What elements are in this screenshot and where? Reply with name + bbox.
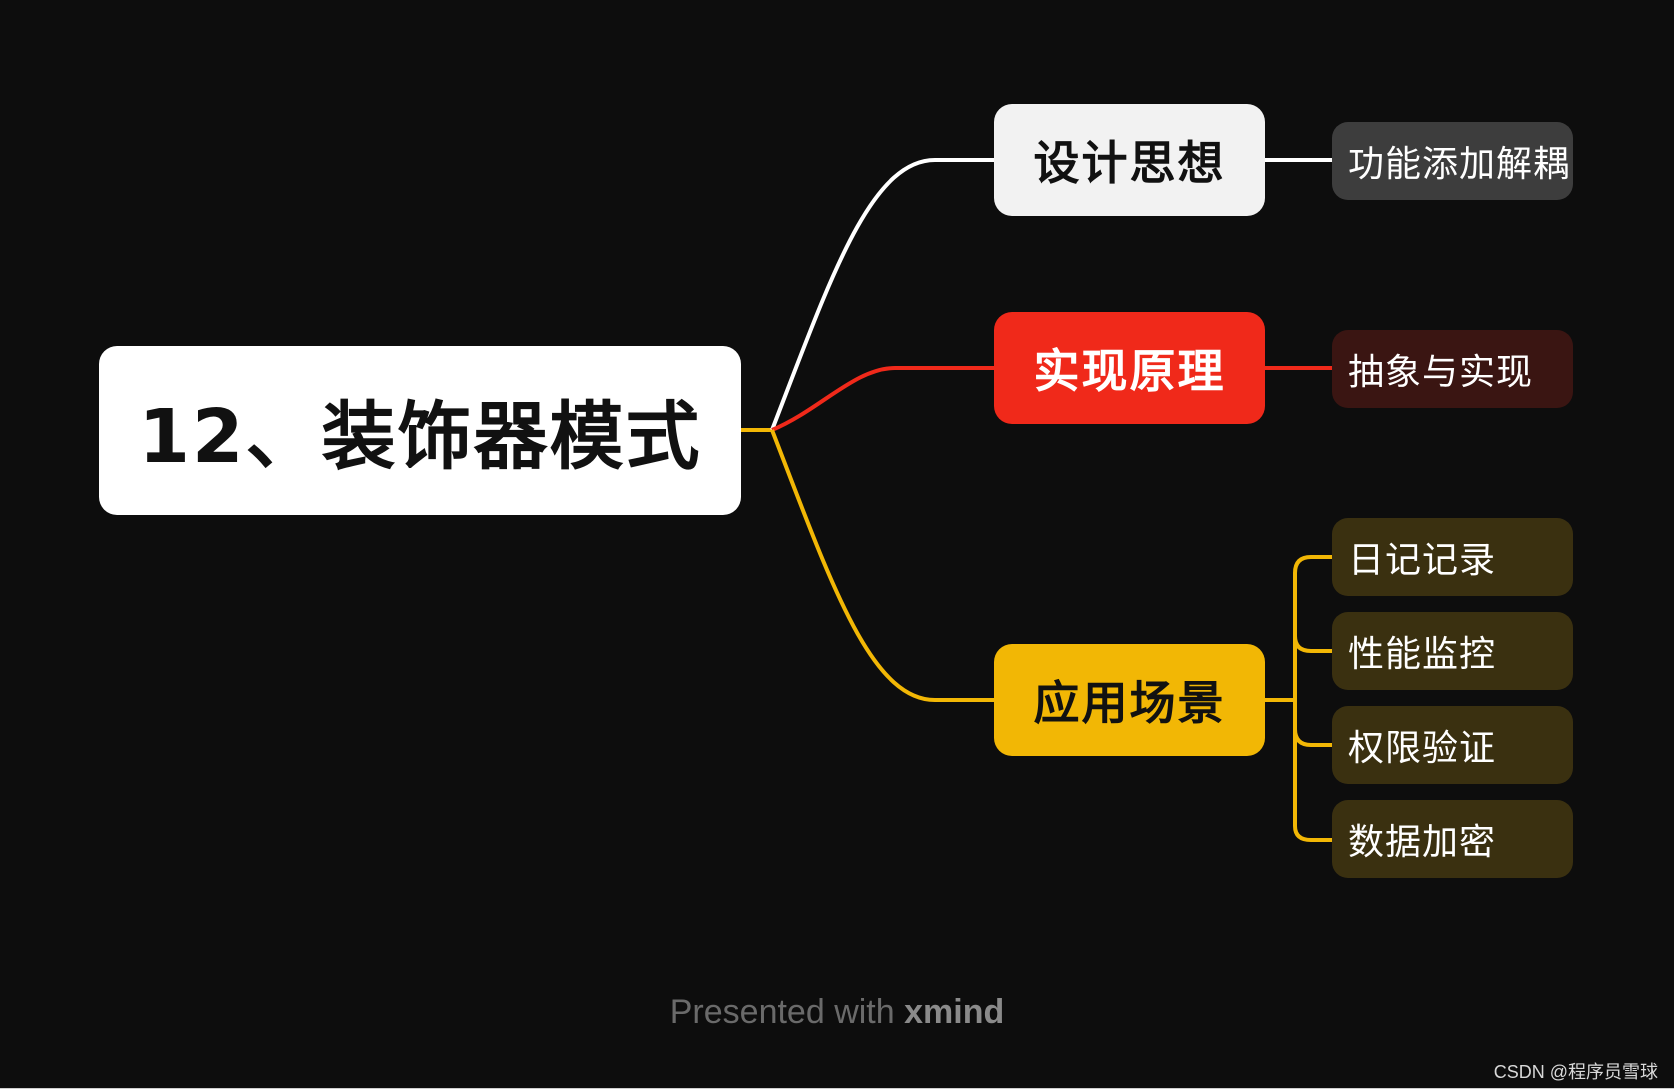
connector-apply (770, 429, 994, 702)
subtopic-performance[interactable]: 性能监控 (1332, 612, 1573, 690)
footer-prefix: Presented with (669, 993, 895, 1031)
presented-with-footer: Presented with xmind (0, 993, 1674, 1032)
subtopic-abstraction-label: 抽象与实现 (1348, 352, 1534, 393)
subtopic-performance-label: 性能监控 (1348, 634, 1497, 675)
topic-application-label: 应用场景 (1033, 676, 1226, 730)
subtopic-decoupling[interactable]: 功能添加解耦 (1332, 122, 1573, 200)
connector-impl (771, 366, 994, 432)
topic-design-idea-label: 设计思想 (1033, 136, 1226, 190)
subtopic-permission-label: 权限验证 (1348, 728, 1497, 769)
subtopic-encryption[interactable]: 数据加密 (1332, 800, 1573, 878)
subtopic-abstraction[interactable]: 抽象与实现 (1332, 330, 1573, 408)
connector-design (770, 158, 994, 431)
subtopic-permission[interactable]: 权限验证 (1332, 706, 1573, 784)
subtopic-encryption-label: 数据加密 (1348, 822, 1497, 863)
topic-application[interactable]: 应用场景 (994, 644, 1265, 756)
root-topic-label: 12、装饰器模式 (138, 394, 702, 480)
connector-apply-children (1265, 555, 1332, 842)
csdn-watermark: CSDN @程序员雪球 (1493, 1062, 1658, 1082)
topic-implementation[interactable]: 实现原理 (994, 312, 1265, 424)
topic-implementation-label: 实现原理 (1033, 344, 1226, 398)
xmind-logo: xmind (904, 993, 1005, 1031)
topic-design-idea[interactable]: 设计思想 (994, 104, 1265, 216)
root-topic[interactable]: 12、装饰器模式 (99, 346, 741, 515)
subtopic-decoupling-label: 功能添加解耦 (1348, 144, 1571, 185)
subtopic-logging-label: 日记记录 (1348, 540, 1497, 581)
subtopic-logging[interactable]: 日记记录 (1332, 518, 1573, 596)
